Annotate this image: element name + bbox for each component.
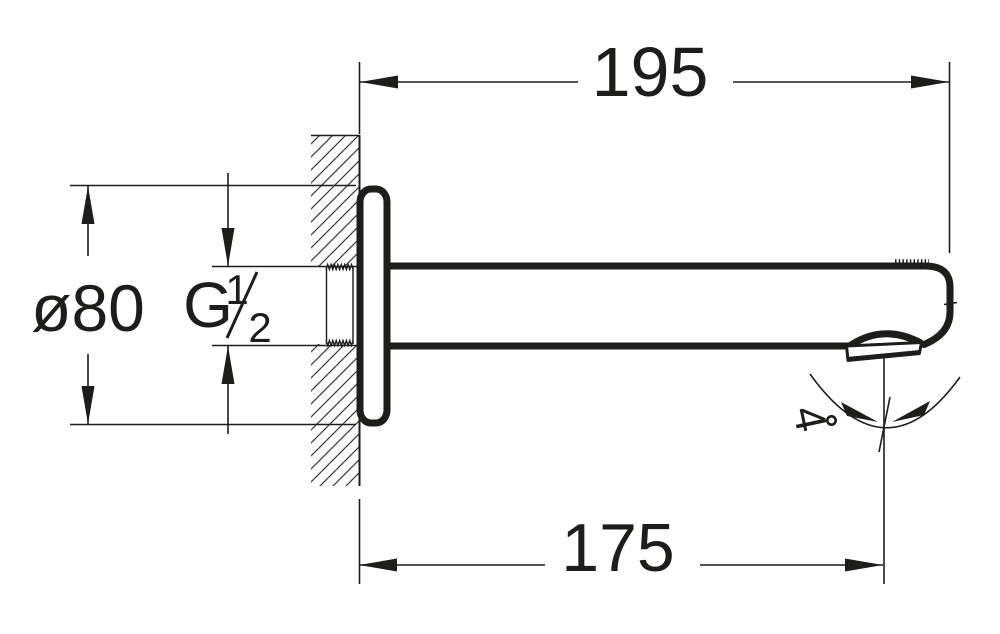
arrow-right bbox=[911, 75, 949, 89]
tilted-axis-line bbox=[878, 396, 891, 453]
degree-symbol bbox=[825, 414, 837, 426]
dimension-thread: G 1 2 bbox=[183, 173, 359, 434]
arrow-up-to-line bbox=[221, 346, 235, 384]
dimension-dia80: ø80 bbox=[31, 184, 356, 426]
spout-body bbox=[386, 259, 958, 362]
arrow-right bbox=[845, 558, 883, 572]
fraction-slash bbox=[225, 271, 259, 339]
dim-value-dia80: ø80 bbox=[31, 271, 145, 345]
arc-arrow-left bbox=[841, 402, 878, 422]
wall-section bbox=[311, 134, 361, 486]
dim-value-175: 175 bbox=[561, 510, 674, 586]
arrow-left bbox=[360, 75, 398, 89]
angle-arc bbox=[809, 373, 961, 429]
thread-denominator: 2 bbox=[248, 304, 271, 351]
arrow-down-to-line bbox=[221, 228, 235, 266]
dimension-175: 175 bbox=[358, 357, 885, 586]
wall-hatch-lower bbox=[311, 344, 359, 486]
dimension-195: 195 bbox=[358, 33, 951, 253]
dim-value-195: 195 bbox=[592, 33, 709, 111]
wall-flange bbox=[356, 185, 391, 427]
arrow-down bbox=[81, 386, 95, 424]
wall-hatch-upper bbox=[311, 135, 359, 266]
outlet-dome bbox=[844, 330, 924, 351]
aerator-face bbox=[846, 350, 921, 362]
arrow-left bbox=[359, 558, 397, 572]
tip-parting-tick bbox=[943, 301, 958, 306]
thread-zigzag-bottom bbox=[325, 338, 354, 348]
thread-numerator: 1 bbox=[225, 266, 248, 313]
arrow-up bbox=[81, 186, 95, 224]
threaded-inlet bbox=[325, 262, 354, 348]
spout-tip-curve bbox=[920, 262, 954, 348]
angle-annotation: 4 bbox=[783, 373, 961, 453]
arc-arrow-right bbox=[892, 401, 930, 422]
thread-letter: G bbox=[183, 269, 233, 341]
